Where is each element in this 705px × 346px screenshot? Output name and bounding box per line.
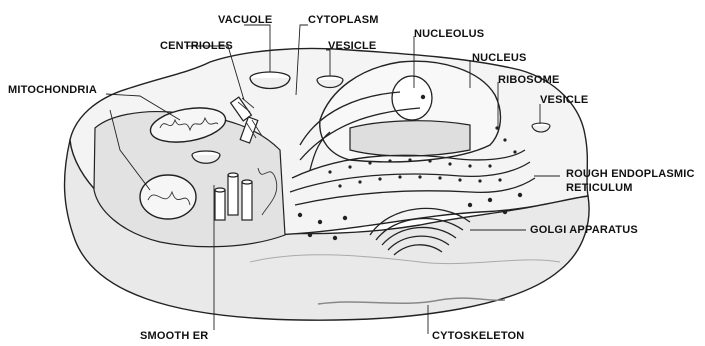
vacuole-shape xyxy=(250,72,290,89)
vesicle-mid-shape xyxy=(192,151,220,163)
label-vesicle-right: VESICLE xyxy=(540,94,588,106)
nucleolus-dot xyxy=(421,95,425,99)
nucleolus-shape xyxy=(392,76,432,120)
label-centrioles: CENTRIOLES xyxy=(160,40,233,52)
label-mitochondria: MITOCHONDRIA xyxy=(8,84,97,96)
label-rough-er-line2: RETICULUM xyxy=(566,182,633,194)
label-rough-er-line1: ROUGH ENDOPLASMIC xyxy=(566,168,695,180)
mitochondrion-cutaway xyxy=(140,175,196,219)
label-nucleolus: NUCLEOLUS xyxy=(414,28,484,40)
nucleus-cut-face xyxy=(350,121,470,156)
vesicle-top-shape xyxy=(317,76,343,88)
vesicle-right-shape xyxy=(532,123,550,132)
label-cytoplasm: CYTOPLASM xyxy=(308,14,379,26)
label-golgi: GOLGI APPARATUS xyxy=(530,224,638,236)
label-vacuole: VACUOLE xyxy=(218,14,272,26)
label-cytoskeleton: CYTOSKELETON xyxy=(432,330,524,342)
label-vesicle-top: VESICLE xyxy=(328,40,376,52)
label-nucleus: NUCLEUS xyxy=(472,52,527,64)
label-smooth-er: SMOOTH ER xyxy=(140,330,208,342)
label-ribosome: RIBOSOME xyxy=(498,74,560,86)
